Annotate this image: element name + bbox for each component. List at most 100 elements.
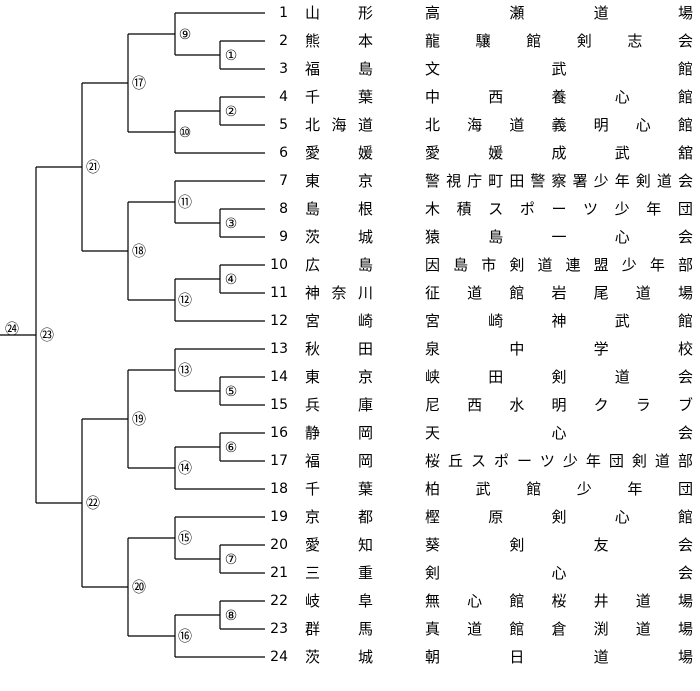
match-number: ②: [225, 104, 238, 120]
entry-team: 高瀬道場: [425, 4, 693, 22]
match-number: ⑥: [225, 440, 238, 456]
entry-team: 征道館岩尾道場: [425, 284, 693, 302]
match-number: ⑪: [178, 195, 192, 211]
entry-team: 警視庁町田警察署少年剣道会: [425, 172, 693, 190]
match-number: ①: [225, 48, 238, 64]
entry-prefecture: 京都: [305, 508, 373, 526]
entry-team: 柏武館少年団: [425, 480, 693, 498]
entry-row: 13 秋田 泉中学校: [0, 337, 700, 361]
entry-team: 峡田剣道会: [425, 368, 693, 386]
entry-team: 龍驤館剣志会: [425, 32, 693, 50]
entry-prefecture: 茨城: [305, 648, 373, 666]
entry-team: 中西養心館: [425, 88, 693, 106]
entry-prefecture: 島根: [305, 200, 373, 218]
match-number: ㉑: [86, 160, 100, 176]
entry-prefecture: 東京: [305, 368, 373, 386]
entry-row: 4 千葉 中西養心館: [0, 85, 700, 109]
entry-team: 愛媛成武舘: [425, 144, 693, 162]
entry-prefecture: 兵庫: [305, 396, 373, 414]
entry-number: 11: [270, 285, 288, 301]
entry-number: 13: [270, 341, 288, 357]
entry-team: 無心館桜井道場: [425, 592, 693, 610]
match-number: ⑭: [178, 461, 192, 477]
entry-team: 猿島一心会: [425, 228, 693, 246]
match-number: ④: [225, 272, 238, 288]
match-number: ㉓: [40, 328, 54, 344]
entry-number: 14: [270, 369, 288, 385]
match-number: ⑫: [178, 293, 192, 309]
entry-number: 10: [270, 257, 288, 273]
entry-team: 木積スポーツ少年団: [425, 200, 693, 218]
match-number: ㉔: [5, 322, 19, 338]
entry-prefecture: 茨城: [305, 228, 373, 246]
entry-row: 11 神奈川 征道館岩尾道場: [0, 281, 700, 305]
entry-number: 20: [270, 537, 288, 553]
entry-row: 14 東京 峡田剣道会: [0, 365, 700, 389]
entry-number: 23: [270, 621, 288, 637]
entry-prefecture: 愛知: [305, 536, 373, 554]
entry-number: 21: [270, 565, 288, 581]
entry-number: 3: [279, 61, 288, 77]
entry-prefecture: 山形: [305, 4, 373, 22]
entry-prefecture: 秋田: [305, 340, 373, 358]
entry-number: 24: [270, 649, 288, 665]
match-number: ⑦: [225, 552, 238, 568]
entry-prefecture: 三重: [305, 564, 373, 582]
match-number: ㉒: [86, 496, 100, 512]
match-number: ⑧: [225, 608, 238, 624]
match-number: ⑯: [178, 629, 192, 645]
entry-row: 20 愛知 葵剣友会: [0, 533, 700, 557]
entry-team: 因島市剣道連盟少年部: [425, 256, 693, 274]
entry-team: 葵剣友会: [425, 536, 693, 554]
entry-number: 6: [279, 145, 288, 161]
match-number: ⑨: [179, 27, 192, 43]
entry-number: 19: [270, 509, 288, 525]
entry-prefecture: 熊本: [305, 32, 373, 50]
match-number: ⑱: [132, 244, 146, 260]
entry-prefecture: 神奈川: [305, 284, 373, 302]
match-number: ⑰: [132, 76, 146, 92]
entry-row: 10 広島 因島市剣道連盟少年部: [0, 253, 700, 277]
entry-prefecture: 千葉: [305, 88, 373, 106]
entry-prefecture: 群馬: [305, 620, 373, 638]
entry-prefecture: 東京: [305, 172, 373, 190]
entry-row: 24 茨城 朝日道場: [0, 645, 700, 669]
entry-team: 泉中学校: [425, 340, 693, 358]
entry-number: 4: [279, 89, 288, 105]
entry-number: 1: [279, 5, 288, 21]
entry-prefecture: 岐阜: [305, 592, 373, 610]
entry-number: 12: [270, 313, 288, 329]
entry-team: 北海道義明心館: [425, 116, 693, 134]
entry-prefecture: 広島: [305, 256, 373, 274]
match-number: ③: [225, 216, 238, 232]
entry-team: 文武館: [425, 60, 693, 78]
entry-team: 朝日道場: [425, 648, 693, 666]
entry-prefecture: 千葉: [305, 480, 373, 498]
entry-team: 真道館倉渕道場: [425, 620, 693, 638]
entry-number: 5: [279, 117, 288, 133]
entry-team: 尼西水明クラブ: [425, 396, 693, 414]
entry-prefecture: 愛媛: [305, 144, 373, 162]
entry-number: 9: [279, 229, 288, 245]
entry-team: 宮崎神武館: [425, 312, 693, 330]
entry-number: 16: [270, 425, 288, 441]
match-number: ⑲: [132, 412, 146, 428]
entry-row: 22 岐阜 無心館桜井道場: [0, 589, 700, 613]
entry-row: 1 山形 高瀬道場: [0, 1, 700, 25]
match-number: ⑤: [225, 384, 238, 400]
entry-number: 22: [270, 593, 288, 609]
entry-team: 桜丘スポーツ少年団剣道部: [425, 452, 693, 470]
